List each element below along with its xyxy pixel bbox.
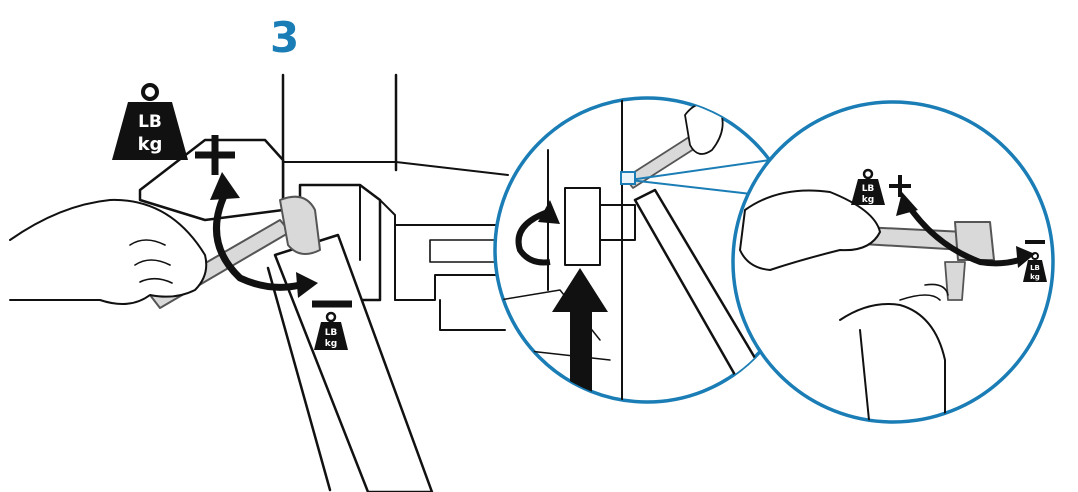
step-number: 3 <box>270 13 299 62</box>
svg-text:LB: LB <box>1030 264 1040 272</box>
svg-text:kg: kg <box>862 195 874 205</box>
zoom-view-circle: LB kg LB kg <box>733 102 1053 430</box>
rail-slot <box>430 240 500 262</box>
weight-icon-large-top: LB <box>138 112 162 132</box>
svg-text:kg: kg <box>1030 273 1040 281</box>
weight-icon-large: LB kg <box>112 85 188 160</box>
detail-bracket <box>565 188 600 265</box>
base-step <box>440 300 505 330</box>
svg-text:kg: kg <box>325 339 337 349</box>
weight-icon-large-bottom: kg <box>138 134 163 155</box>
main-assembly-scene: LB kg LB kg <box>10 75 508 492</box>
svg-text:LB: LB <box>325 328 338 338</box>
hand-left <box>10 200 206 304</box>
callout-anchor <box>621 172 635 184</box>
frame-rail-top <box>396 162 508 175</box>
svg-text:LB: LB <box>862 184 875 194</box>
